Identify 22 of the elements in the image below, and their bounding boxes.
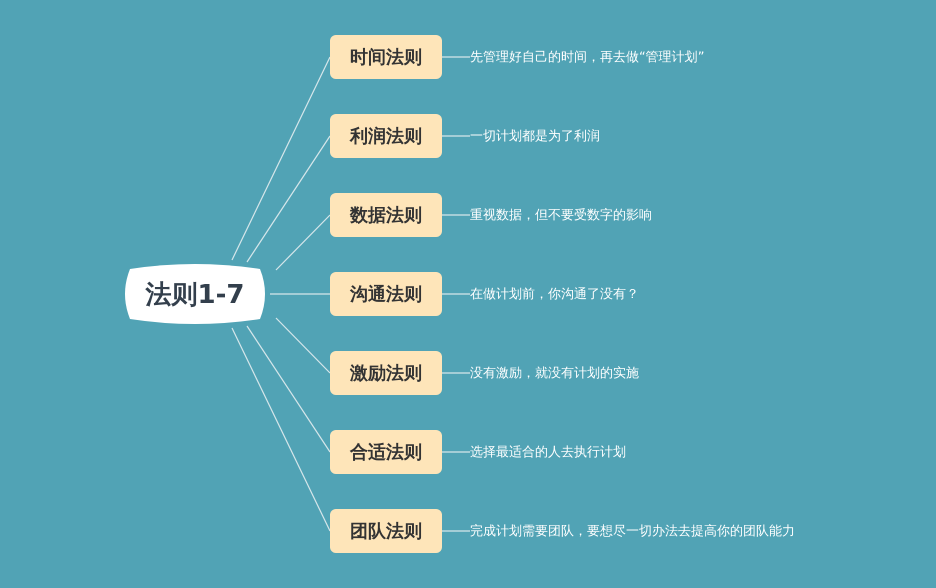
description-text: 一切计划都是为了利润 bbox=[470, 125, 850, 147]
connector-line bbox=[276, 214, 330, 270]
connector-line bbox=[442, 214, 470, 216]
connector-line bbox=[442, 451, 470, 453]
description-text: 完成计划需要团队，要想尽一切办法去提高你的团队能力 bbox=[470, 520, 850, 542]
connector-line bbox=[442, 293, 470, 295]
connector-line bbox=[442, 372, 470, 374]
connector-line bbox=[231, 56, 331, 260]
description-text: 重视数据，但不要受数字的影响 bbox=[470, 204, 850, 226]
description-text: 先管理好自己的时间，再去做“管理计划” bbox=[470, 46, 850, 68]
connector-line bbox=[442, 56, 470, 58]
connector-line bbox=[231, 328, 331, 532]
description-text: 没有激励，就没有计划的实施 bbox=[470, 362, 850, 384]
connector-line bbox=[276, 318, 330, 374]
connector-line bbox=[246, 136, 330, 262]
connector-line bbox=[270, 293, 330, 295]
connector-line bbox=[442, 135, 470, 137]
description-text: 选择最适合的人去执行计划 bbox=[470, 441, 850, 463]
connector-line bbox=[246, 326, 330, 452]
description-text: 在做计划前，你沟通了没有？ bbox=[470, 283, 850, 305]
connector-line bbox=[442, 530, 470, 532]
central-topic-text: 法则1-7 bbox=[146, 278, 244, 312]
